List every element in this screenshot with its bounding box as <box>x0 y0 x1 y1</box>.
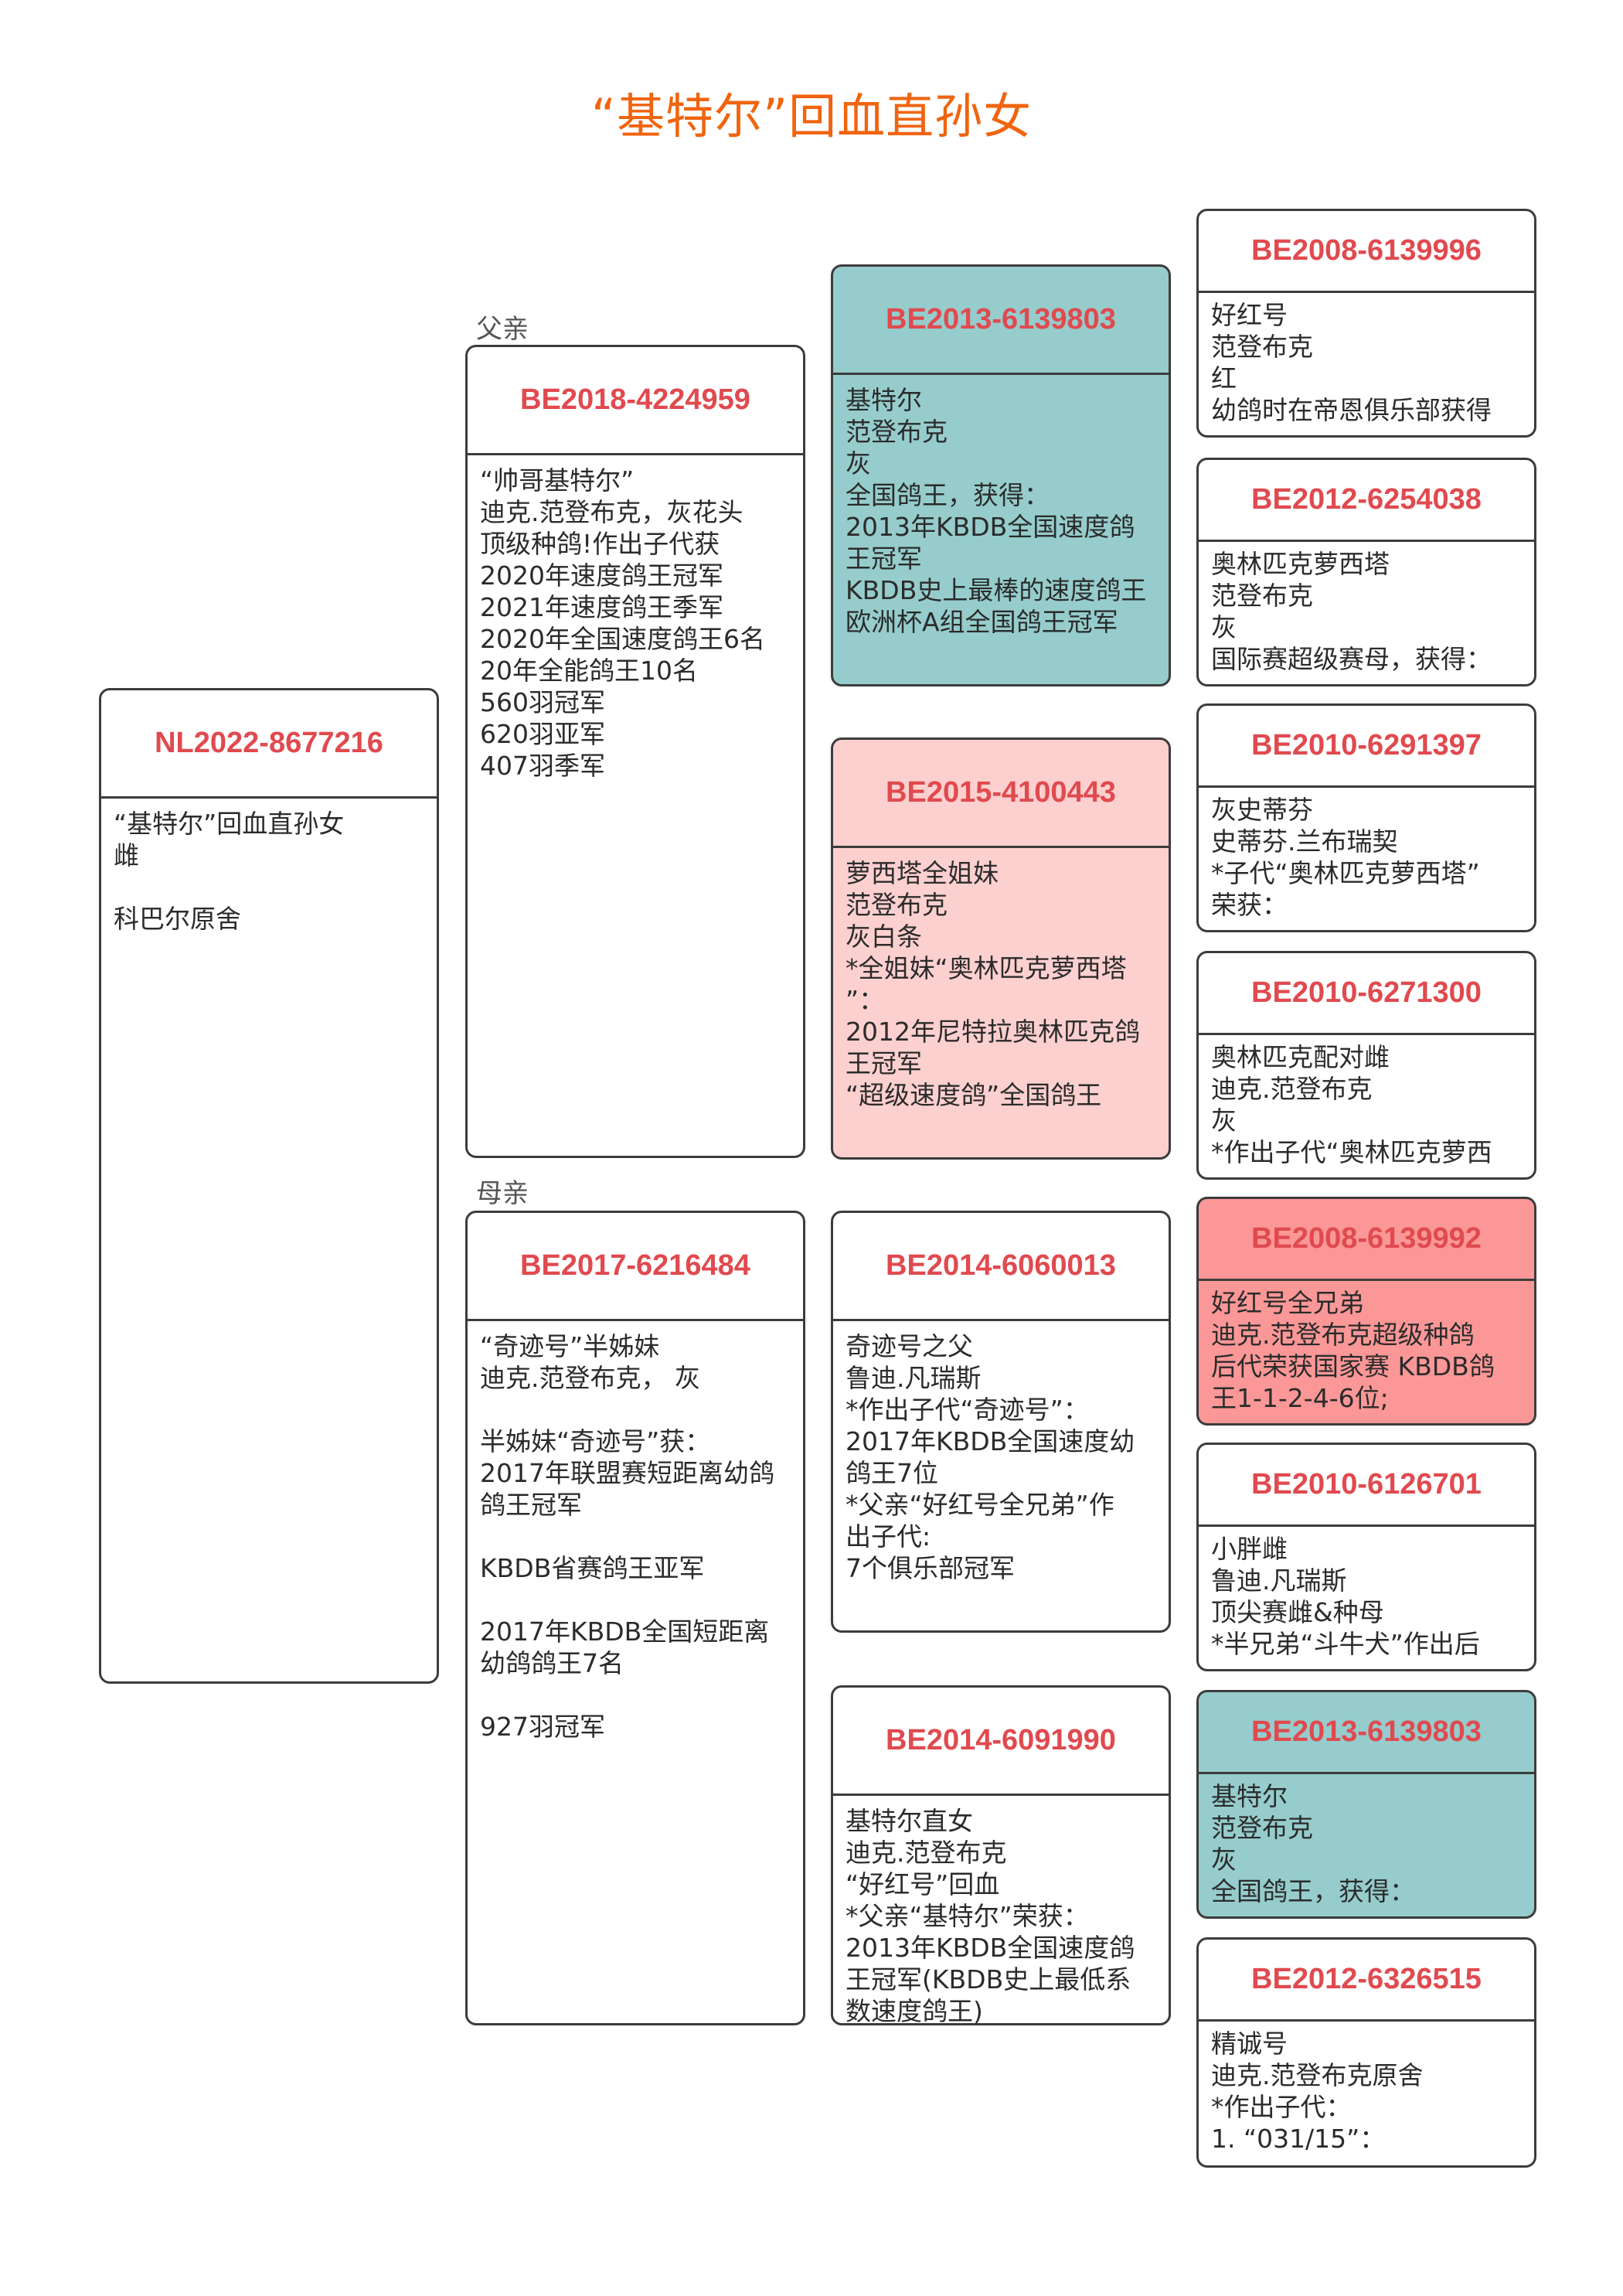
great-grandparent-card-8[interactable]: BE2012-6326515 精诚号 迪克.范登布克原舍 *作出子代： 1. “… <box>1196 1937 1536 2168</box>
great-grandparent-ring-2: BE2012-6254038 <box>1199 460 1534 542</box>
father-ring: BE2018-4224959 <box>468 347 803 455</box>
great-grandparent-card-7[interactable]: BE2013-6139803 基特尔 范登布克 灰 全国鸽王，获得： <box>1196 1690 1536 1919</box>
great-grandparent-card-5[interactable]: BE2008-6139992 好红号全兄弟 迪克.范登布克超级种鸽 后代荣获国家… <box>1196 1197 1536 1426</box>
maternal-grandmother-card[interactable]: BE2014-6091990 基特尔直女 迪克.范登布克 “好红号”回血 *父亲… <box>831 1685 1171 2025</box>
great-grandparent-text-6: 小胖雌 鲁迪.凡瑞斯 顶尖赛雌&种母 *半兄弟“斗牛犬”作出后 <box>1211 1534 1480 1659</box>
great-grandparent-ring-3: BE2010-6291397 <box>1199 706 1534 788</box>
maternal-grandfather-card[interactable]: BE2014-6060013 奇迹号之父 鲁迪.凡瑞斯 *作出子代“奇迹号”： … <box>831 1211 1171 1633</box>
maternal-grandmother-text: 基特尔直女 迪克.范登布克 “好红号”回血 *父亲“基特尔”荣获： 2013年K… <box>846 1806 1135 2025</box>
great-grandparent-ring-5: BE2008-6139992 <box>1199 1199 1534 1281</box>
great-grandparent-ring-6: BE2010-6126701 <box>1199 1445 1534 1527</box>
great-grandparent-ring-4: BE2010-6271300 <box>1199 953 1534 1035</box>
great-grandparent-card-6[interactable]: BE2010-6126701 小胖雌 鲁迪.凡瑞斯 顶尖赛雌&种母 *半兄弟“斗… <box>1196 1443 1536 1671</box>
paternal-grandfather-text: 基特尔 范登布克 灰 全国鸽王，获得： 2013年KBDB全国速度鸽 王冠军 K… <box>846 385 1147 637</box>
great-grandparent-text-8: 精诚号 迪克.范登布克原舍 *作出子代： 1. “031/15”： <box>1211 2029 1424 2154</box>
great-grandparent-ring-8: BE2012-6326515 <box>1199 1940 1534 2022</box>
paternal-grandmother-card[interactable]: BE2015-4100443 萝西塔全姐妹 范登布克 灰白条 *全姐妹“奥林匹克… <box>831 738 1171 1160</box>
great-grandparent-card-4[interactable]: BE2010-6271300 奥林匹克配对雌 迪克.范登布克 灰 *作出子代“奥… <box>1196 951 1536 1180</box>
paternal-grandmother-ring: BE2015-4100443 <box>833 740 1169 848</box>
paternal-grandfather-ring: BE2013-6139803 <box>833 267 1169 375</box>
mother-ring: BE2017-6216484 <box>468 1213 803 1321</box>
great-grandparent-text-2: 奥林匹克萝西塔 范登布克 灰 国际赛超级赛母，获得： <box>1211 549 1492 674</box>
great-grandparent-text-1: 好红号 范登布克 红 幼鸽时在帝恩俱乐部获得 <box>1211 300 1492 425</box>
paternal-grandmother-text: 萝西塔全姐妹 范登布克 灰白条 *全姐妹“奥林匹克萝西塔 ”： 2012年尼特拉… <box>846 858 1140 1110</box>
great-grandparent-text-3: 灰史蒂芬 史蒂芬.兰布瑞契 *子代“奥林匹克萝西塔” 荣获： <box>1211 795 1480 920</box>
great-grandparent-ring-1: BE2008-6139996 <box>1199 211 1534 293</box>
great-grandparent-ring-7: BE2013-6139803 <box>1199 1692 1534 1774</box>
great-grandparent-card-1[interactable]: BE2008-6139996 好红号 范登布克 红 幼鸽时在帝恩俱乐部获得 <box>1196 209 1536 438</box>
great-grandparent-text-7: 基特尔 范登布克 灰 全国鸽王，获得： <box>1211 1781 1415 1906</box>
mother-label: 母亲 <box>476 1178 529 1209</box>
mother-card[interactable]: BE2017-6216484 “奇迹号”半姊妹 迪克.范登布克， 灰 半姊妹“奇… <box>465 1211 805 2025</box>
father-card[interactable]: BE2018-4224959 “帅哥基特尔” 迪克.范登布克，灰花头 顶级种鸽!… <box>465 345 805 1158</box>
subject-text: “基特尔”回血直孙女 雌 科巴尔原舍 <box>114 809 345 934</box>
maternal-grandfather-ring: BE2014-6060013 <box>833 1213 1169 1321</box>
great-grandparent-card-2[interactable]: BE2012-6254038 奥林匹克萝西塔 范登布克 灰 国际赛超级赛母，获得… <box>1196 458 1536 686</box>
father-label: 父亲 <box>476 314 529 345</box>
great-grandparent-card-3[interactable]: BE2010-6291397 灰史蒂芬 史蒂芬.兰布瑞契 *子代“奥林匹克萝西塔… <box>1196 703 1536 932</box>
subject-card[interactable]: NL2022-8677216 “基特尔”回血直孙女 雌 科巴尔原舍 <box>99 688 439 1684</box>
maternal-grandmother-ring: BE2014-6091990 <box>833 1688 1169 1796</box>
mother-text: “奇迹号”半姊妹 迪克.范登布克， 灰 半姊妹“奇迹号”获： 2017年联盟赛短… <box>480 1331 774 1742</box>
great-grandparent-text-4: 奥林匹克配对雌 迪克.范登布克 灰 *作出子代“奥林匹克萝西 <box>1211 1042 1492 1167</box>
subject-ring: NL2022-8677216 <box>101 690 437 799</box>
paternal-grandfather-card[interactable]: BE2013-6139803 基特尔 范登布克 灰 全国鸽王，获得： 2013年… <box>831 264 1171 686</box>
maternal-grandfather-text: 奇迹号之父 鲁迪.凡瑞斯 *作出子代“奇迹号”： 2017年KBDB全国速度幼 … <box>846 1331 1135 1583</box>
father-text: “帅哥基特尔” 迪克.范登布克，灰花头 顶级种鸽!作出子代获 2020年速度鸽王… <box>480 465 765 781</box>
great-grandparent-text-5: 好红号全兄弟 迪克.范登布克超级种鸽 后代荣获国家赛 KBDB鸽 王1-1-2-… <box>1211 1288 1495 1413</box>
page-title: “基特尔”回血直孙女 <box>590 88 1033 145</box>
